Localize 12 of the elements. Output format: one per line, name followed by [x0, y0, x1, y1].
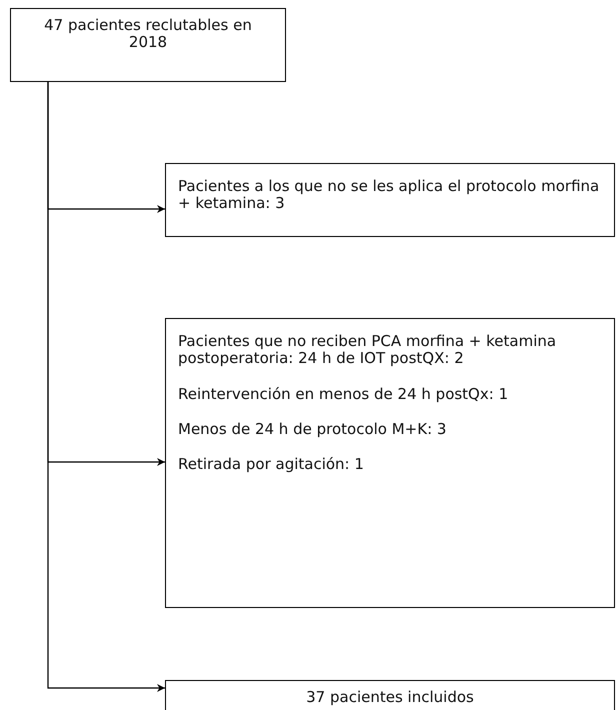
process-box	[165, 318, 615, 608]
process-box	[165, 163, 615, 237]
box-text: Pacientes que no reciben PCA morfina + ketamina postoperatoria: 24 h de IOT postQX: 2	[178, 333, 558, 368]
process-box	[165, 680, 615, 710]
box-text: 47 pacientes reclutables en 2018	[43, 17, 253, 52]
box-text: 37 pacientes incluidos	[305, 689, 475, 706]
box-text: Reintervención en menos de 24 h postQx: 1	[178, 386, 510, 403]
box-text: Menos de 24 h de protocolo M+K: 3	[178, 420, 448, 438]
arrow	[47, 82, 165, 692]
box-text: Retirada por agitación: 1	[178, 456, 365, 474]
box-text: Pacientes a los que no se les aplica el protocolo morfina + ketamina: 3	[178, 178, 600, 212]
process-box	[10, 8, 286, 82]
